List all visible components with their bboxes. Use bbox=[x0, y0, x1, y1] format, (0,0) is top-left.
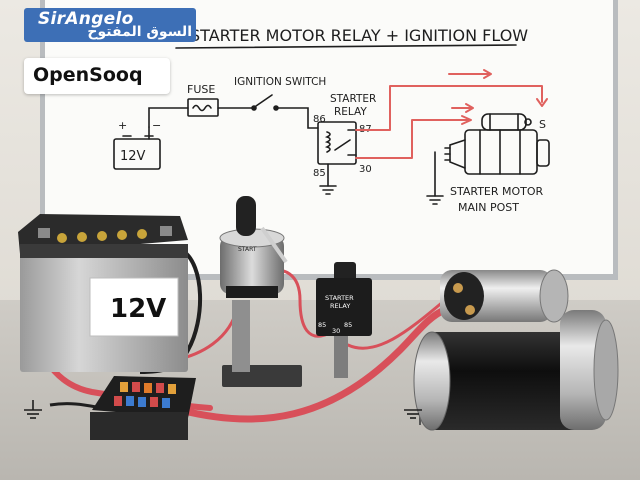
relay-label-line2: RELAY bbox=[334, 106, 367, 118]
starter-motor-body bbox=[430, 332, 580, 430]
cable-fusebox-to-starter bbox=[176, 306, 449, 423]
relay-unit-pin-85-left: 85 bbox=[318, 321, 326, 329]
switch-start-label: START bbox=[238, 246, 257, 253]
opensooq-logo: OpenSooq bbox=[24, 58, 170, 94]
wire-battery-to-fuse bbox=[148, 107, 189, 128]
relay-pin-85-label: 85 bbox=[313, 168, 326, 179]
wire-switch-to-relay bbox=[277, 107, 319, 129]
terminal-s-label: S bbox=[539, 118, 546, 131]
schematic: STARTER MOTOR RELAY + IGNITION FLOW + − … bbox=[113, 26, 550, 214]
flow-87-to-s bbox=[355, 85, 543, 131]
relay-unit-label-line2: RELAY bbox=[330, 302, 350, 310]
starter-drive-housing bbox=[560, 310, 606, 430]
motor-label-line2: MAIN POST bbox=[458, 201, 519, 214]
relay-unit-label-line1: STARTER bbox=[325, 294, 354, 302]
relay-unit-pin-85-right: 85 bbox=[344, 321, 352, 329]
battery-symbol: + − 12V bbox=[113, 119, 161, 170]
table-ground-symbols bbox=[24, 400, 422, 419]
battery-plus-sign: + bbox=[118, 119, 127, 132]
battery: 12V bbox=[18, 214, 188, 372]
relay-label-line1: STARTER bbox=[330, 93, 376, 105]
current-flow-arrows bbox=[355, 69, 548, 159]
relay-ground-symbol bbox=[319, 163, 337, 195]
motor-ground-symbol bbox=[426, 151, 444, 205]
watermark-brand-latin: SirAngelo bbox=[38, 9, 134, 29]
ignition-switch-symbol bbox=[251, 94, 279, 111]
fuse-label: FUSE bbox=[187, 83, 215, 96]
relay-pin-86-label: 86 bbox=[313, 114, 326, 125]
relay-unit-pin-30: 30 bbox=[332, 327, 340, 335]
relay-unit: STARTER RELAY 85 85 30 bbox=[316, 262, 372, 378]
battery-symbol-label: 12V bbox=[120, 149, 146, 164]
flow-30-arrowhead bbox=[461, 115, 472, 125]
motor-label-line1: STARTER MOTOR bbox=[450, 185, 544, 198]
flow-mid-arrowhead bbox=[465, 103, 474, 113]
flow-30-to-main-post bbox=[355, 119, 471, 159]
fuse-box bbox=[90, 376, 196, 440]
battery-label: 12V bbox=[110, 294, 166, 324]
ignition-switch-unit: START bbox=[219, 196, 302, 387]
watermark-brand-arabic: السوق المفتوح bbox=[87, 24, 192, 40]
relay-pin-30-label: 30 bbox=[359, 164, 372, 175]
opensooq-logo-text: OpenSooq bbox=[33, 64, 143, 86]
starter-motor bbox=[413, 269, 619, 431]
ignition-switch-label: IGNITION SWITCH bbox=[234, 76, 326, 88]
flow-top-arrowhead bbox=[483, 69, 492, 79]
title-underline bbox=[175, 44, 517, 49]
sirangelo-watermark: SirAngelo السوق المفتوح bbox=[24, 8, 196, 42]
starter-motor-sketch bbox=[444, 113, 550, 175]
diagram-title: STARTER MOTOR RELAY + IGNITION FLOW bbox=[190, 26, 528, 45]
flow-87-arrowhead bbox=[536, 98, 548, 107]
battery-minus-sign: − bbox=[152, 119, 161, 132]
